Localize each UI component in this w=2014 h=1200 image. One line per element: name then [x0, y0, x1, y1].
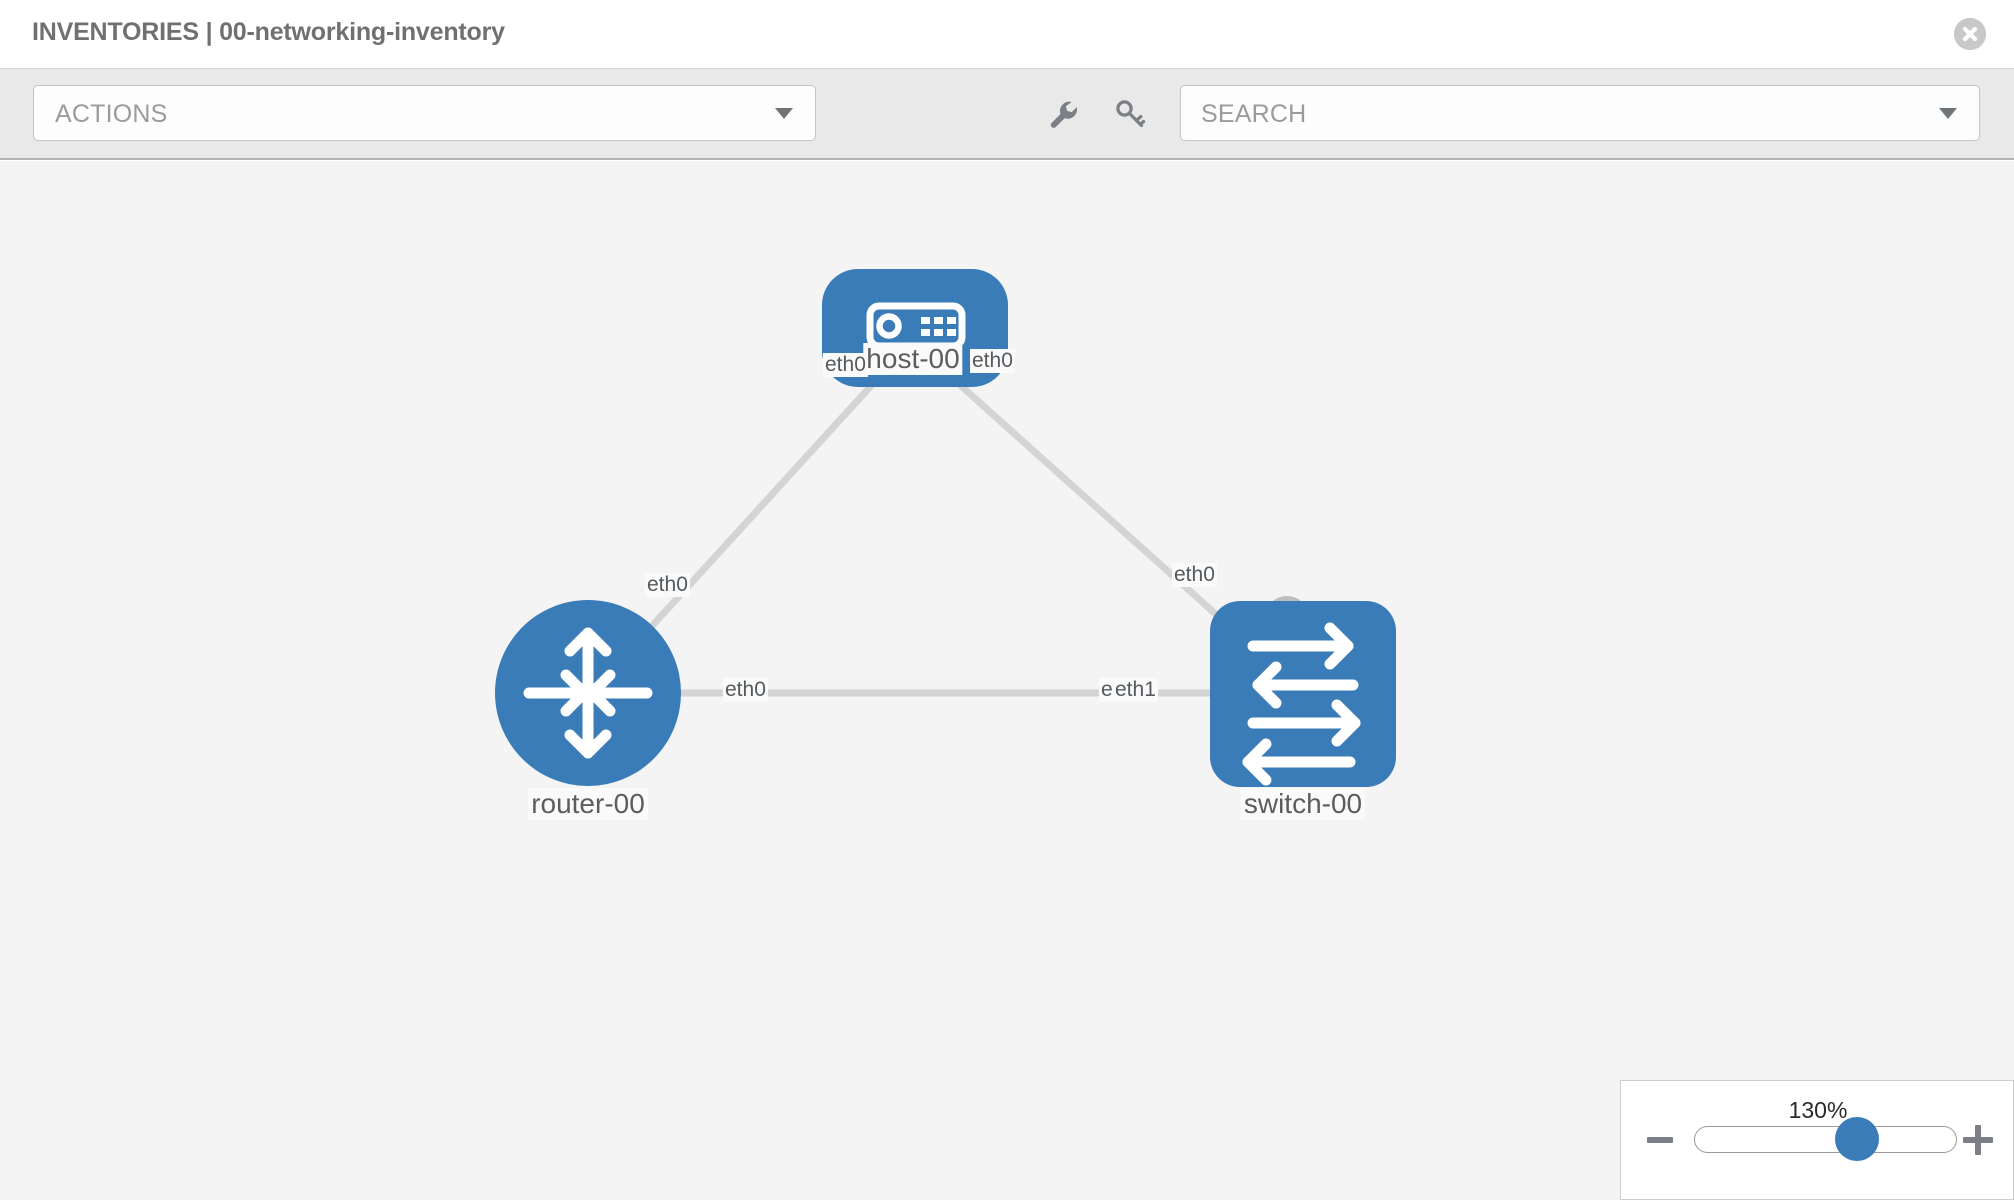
- node-switch-00[interactable]: [1210, 601, 1396, 787]
- close-icon: [1954, 18, 1986, 50]
- zoom-slider-thumb[interactable]: [1835, 1117, 1880, 1161]
- chevron-down-icon: [775, 108, 793, 119]
- node-router-00[interactable]: [495, 600, 681, 786]
- node-label-host-00: host-00: [863, 343, 963, 375]
- wrench-button[interactable]: [1046, 97, 1080, 131]
- page-title: INVENTORIES | 00-networking-inventory: [32, 18, 505, 46]
- chevron-down-icon: [1939, 108, 1957, 119]
- zoom-out-button[interactable]: [1647, 1137, 1673, 1143]
- connector-group: [575, 339, 1309, 715]
- switch-arrows-icon: [1242, 622, 1361, 786]
- router-arrows-icon: [523, 627, 653, 759]
- key-icon: [1116, 100, 1146, 128]
- edge-label-router-right: eth0: [723, 678, 768, 702]
- search-input[interactable]: SEARCH: [1180, 85, 1980, 141]
- node-label-router-00: router-00: [528, 788, 648, 820]
- key-button[interactable]: [1112, 97, 1146, 131]
- zoom-slider-track[interactable]: [1694, 1126, 1957, 1153]
- edge-host-router[interactable]: [617, 373, 883, 664]
- close-button[interactable]: [1954, 18, 1986, 50]
- wrench-icon: [1050, 101, 1077, 128]
- edge-label-router-uplink: eth0: [645, 573, 690, 597]
- toolbar: ACTIONS SEARCH: [0, 69, 2014, 160]
- edge-label-switch-uplink: eth0: [1172, 563, 1217, 587]
- node-label-switch-00: switch-00: [1240, 788, 1366, 820]
- edge-host-switch[interactable]: [947, 373, 1271, 664]
- zoom-in-button[interactable]: [1963, 1125, 1993, 1155]
- topology-canvas[interactable]: host-00 router-00 switch-00 eth0 eth0 et…: [0, 161, 2014, 1200]
- search-placeholder: SEARCH: [1201, 100, 1307, 128]
- zoom-level-value: 130%: [1788, 1097, 1848, 1123]
- topology-graph: [495, 269, 1396, 787]
- edge-group: [617, 373, 1271, 697]
- edge-label-host-right: eth0: [970, 349, 1015, 373]
- actions-dropdown[interactable]: ACTIONS: [33, 85, 816, 141]
- page-header: INVENTORIES | 00-networking-inventory: [0, 0, 2014, 69]
- actions-dropdown-label: ACTIONS: [55, 100, 168, 128]
- zoom-control-panel: 130%: [1620, 1080, 2014, 1200]
- edge-label-host-left: eth0: [823, 353, 868, 377]
- edge-label-switch-left-eth1: eth1: [1113, 678, 1158, 702]
